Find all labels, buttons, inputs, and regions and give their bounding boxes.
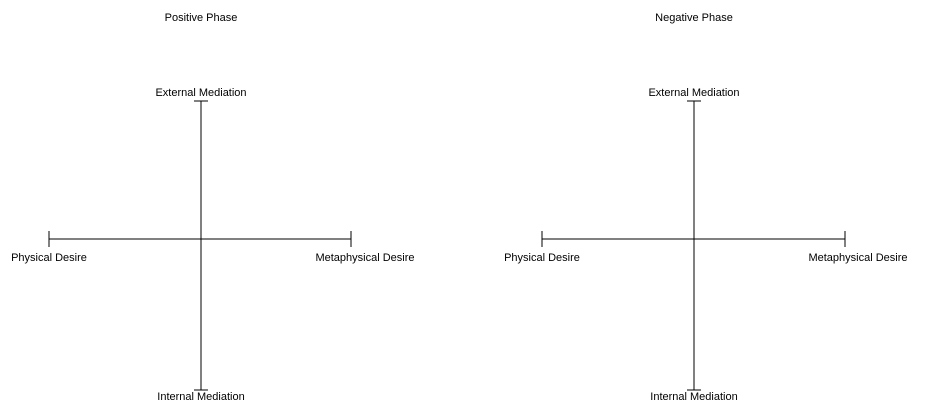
right-label: Metaphysical Desire: [808, 252, 907, 264]
diagram-title: Positive Phase: [165, 12, 238, 24]
left-label: Physical Desire: [11, 252, 87, 264]
bottom-label: Internal Mediation: [157, 391, 244, 403]
bottom-label: Internal Mediation: [650, 391, 737, 403]
diagram-negative-phase: Negative Phase External Mediation Intern…: [504, 12, 907, 403]
right-label: Metaphysical Desire: [315, 252, 414, 264]
diagram-positive-phase: Positive Phase External Mediation Intern…: [11, 12, 414, 403]
top-label: External Mediation: [155, 87, 246, 99]
diagram-title: Negative Phase: [655, 12, 733, 24]
left-label: Physical Desire: [504, 252, 580, 264]
top-label: External Mediation: [648, 87, 739, 99]
